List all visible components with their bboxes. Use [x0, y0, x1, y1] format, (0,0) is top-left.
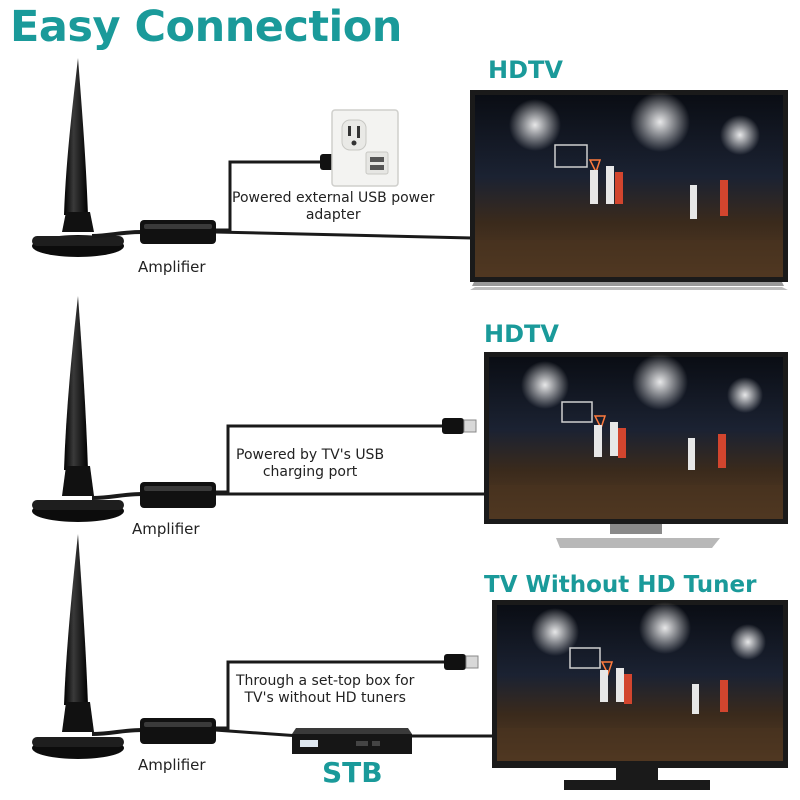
caption-row-3-line-2: TV's without HD tuners: [244, 690, 406, 706]
tv-label-row-1: HDTV: [488, 56, 563, 84]
tv-label-row-3: TV Without HD Tuner: [484, 572, 757, 598]
tv-label-row-2: HDTV: [484, 320, 559, 348]
caption-row-3: Through a set-top box for TV's without H…: [236, 673, 415, 707]
usb-plug-icon: [442, 418, 477, 434]
usb-plug-icon: [444, 654, 479, 670]
caption-row-3-line-1: Through a set-top box for: [236, 673, 415, 689]
caption-row-1: Powered external USB power adapter: [232, 190, 435, 224]
amplifier-icon: [140, 220, 216, 244]
antenna-icon: [32, 58, 124, 257]
amplifier-label-row-3: Amplifier: [138, 756, 206, 774]
wall-outlet-icon: [331, 109, 399, 187]
caption-row-1-line-1: Powered external USB power: [232, 190, 435, 206]
amplifier-label-row-2: Amplifier: [132, 520, 200, 538]
amplifier-icon: [140, 482, 216, 508]
row-2: [32, 296, 788, 548]
tv-icon: [484, 352, 788, 548]
page-title: Easy Connection: [10, 2, 402, 52]
antenna-icon: [32, 534, 124, 759]
tv-icon: [492, 600, 788, 790]
antenna-icon: [32, 296, 124, 522]
caption-row-2-line-1: Powered by TV's USB: [236, 447, 385, 463]
caption-row-2: Powered by TV's USB charging port: [236, 447, 385, 481]
caption-row-2-line-2: charging port: [262, 464, 358, 480]
amplifier-icon: [140, 718, 216, 744]
tv-icon: [470, 90, 788, 290]
caption-row-1-line-2: adapter: [305, 207, 361, 223]
amplifier-label-row-1: Amplifier: [138, 258, 206, 276]
row-1: [32, 58, 788, 290]
row-3: [32, 534, 788, 790]
set-top-box-icon: [292, 728, 412, 754]
stb-label: STB: [322, 756, 383, 789]
